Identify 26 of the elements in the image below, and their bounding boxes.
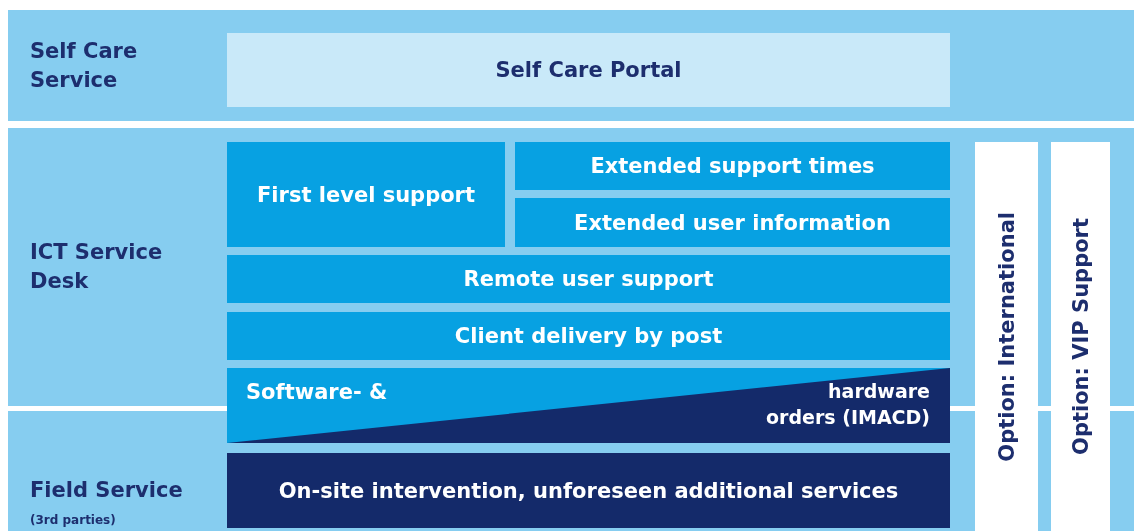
option-label: Option: VIP Support (1068, 218, 1093, 455)
split-box (227, 368, 950, 443)
box-label: hardware orders (IMACD) (765, 379, 930, 430)
band-title: ICT Service Desk (30, 239, 164, 295)
band-subtitle: (3rd parties) (30, 513, 117, 527)
service-box (227, 312, 950, 360)
service-box (227, 142, 505, 247)
service-box (515, 198, 950, 247)
box-label: Extended support times (590, 154, 875, 178)
service-band (8, 10, 1134, 121)
box-label: Client delivery by post (454, 324, 723, 348)
box-label: Software- & (246, 380, 388, 404)
service-box (227, 255, 950, 303)
service-box (515, 142, 950, 190)
band-title: Field Service (30, 477, 184, 504)
box-label: Extended user information (574, 210, 891, 235)
box-label: Self Care Portal (495, 58, 682, 82)
box-label: On-site intervention, unforeseen additional services (278, 478, 899, 503)
band-title: Self Care Service (30, 37, 139, 94)
option-bar (975, 142, 1038, 531)
option-label: Option: International (994, 211, 1019, 462)
box-label: First level support (257, 182, 475, 207)
service-box (227, 453, 950, 528)
option-bar (1051, 142, 1110, 531)
portal-box (227, 33, 950, 107)
box-label: Remote user support (463, 267, 714, 291)
